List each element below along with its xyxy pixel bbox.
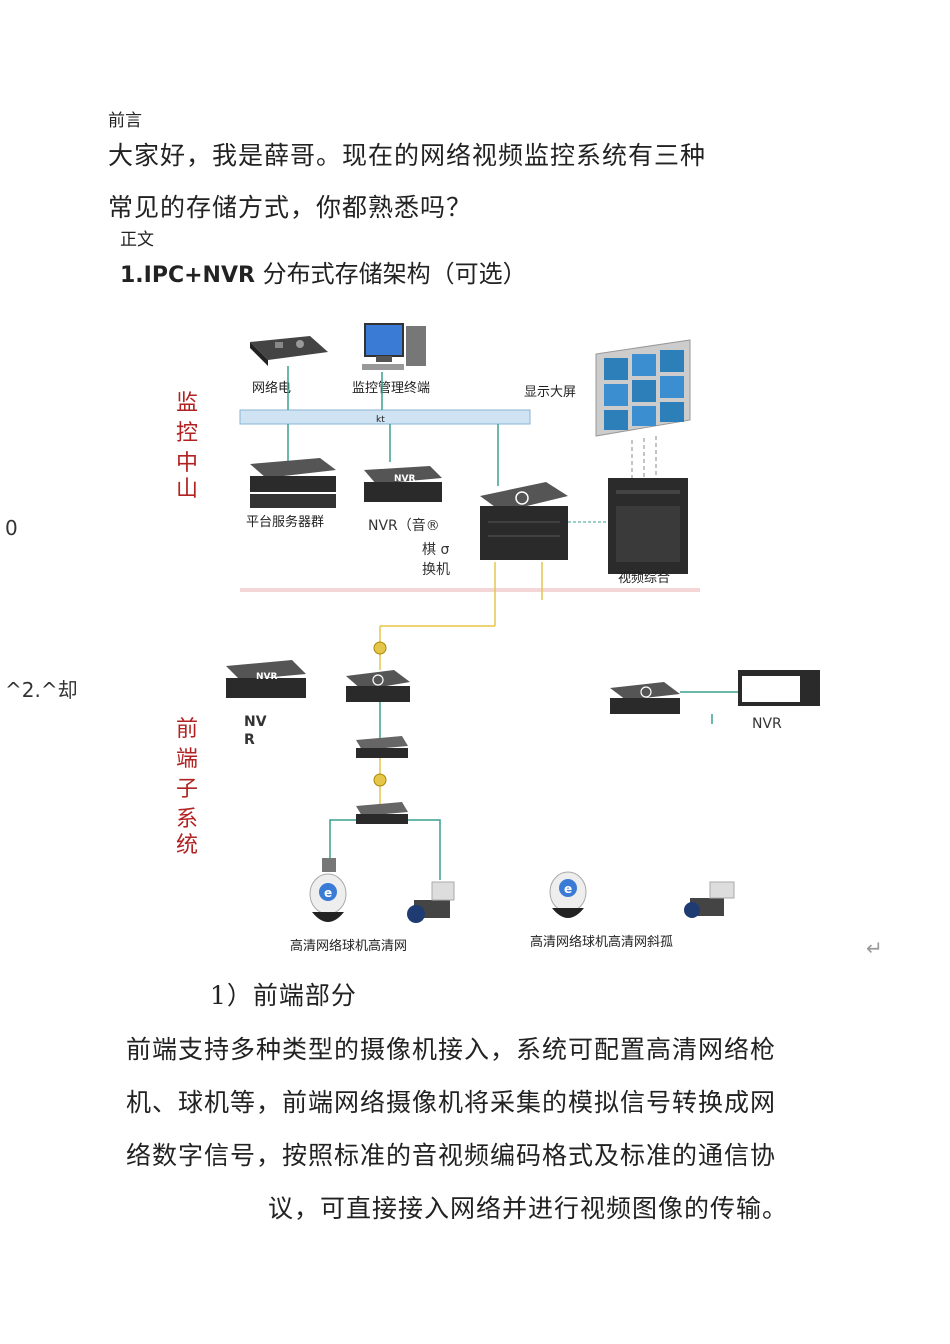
network-bus	[239, 409, 531, 425]
front-section-label: 前 端 子 系 统	[176, 717, 198, 858]
video-wall-device	[595, 339, 691, 437]
section-title-text: 分布式存储架构（可选）	[262, 260, 527, 288]
big-screen-label: 显示大屏	[524, 385, 576, 400]
front-label-char: 统	[176, 833, 198, 858]
margin-mark-2: ^2.^却	[5, 678, 78, 702]
ie-icon-glyph: e	[324, 886, 332, 900]
intro-line-2: 常见的存储方式，你都熟悉吗？	[108, 193, 473, 222]
server-group-label: 平台服务器群	[246, 514, 324, 530]
dome-camera-left: e	[309, 858, 347, 922]
margin-mark-1: 0	[5, 516, 18, 540]
keyboard-label: 网络电	[252, 380, 291, 396]
front-label-char: 端	[176, 747, 198, 772]
access-switch-device	[346, 670, 410, 702]
front-label-char: 子	[176, 777, 198, 802]
center-label-char: 控	[176, 421, 198, 446]
nvr-center-device: NVR	[364, 466, 442, 502]
box-camera-left	[407, 881, 455, 923]
camera-caption-right: 高清网络球机高清网斜孤	[530, 934, 673, 950]
front-nvr-device: NVR	[226, 660, 306, 698]
center-label-char: 中	[176, 451, 198, 476]
sub-heading: 1）前端部分	[210, 981, 357, 1010]
body-heading: 正文	[120, 230, 154, 250]
para-line-4: 议，可直接接入网络并进行视频图像的传输。	[268, 1194, 789, 1223]
return-mark: ↵	[866, 936, 883, 960]
server-group-device	[250, 458, 336, 508]
intro-line-1: 大家好，我是薛哥。现在的网络视频监控系统有三种	[108, 141, 707, 170]
video-matrix-device	[608, 478, 688, 574]
front-nvr-label-2: R	[244, 732, 255, 748]
camera-caption-left: 高清网络球机高清网	[290, 938, 407, 954]
center-section-label: 监 控 中 山	[176, 391, 198, 502]
center-label-char: 监	[176, 391, 198, 416]
keyboard-device	[250, 336, 328, 366]
right-switch-device	[610, 682, 680, 714]
ie-icon-glyph: e	[564, 882, 572, 896]
core-switch-label-1: 棋 σ	[422, 542, 449, 558]
bus-label: kt	[376, 415, 385, 425]
box-camera-right	[684, 881, 735, 918]
front-nvr-label-1: NV	[244, 714, 267, 730]
front-label-char: 系	[176, 807, 198, 832]
nvr-center-label: NVR（音®	[368, 517, 440, 534]
para-line-2: 机、球机等，前端网络摄像机将采集的模拟信号转换成网	[126, 1088, 777, 1117]
ie-icon	[319, 883, 337, 901]
mgmt-terminal-device	[362, 323, 426, 370]
ie-icon	[559, 879, 577, 897]
nvr-box-text: NVR	[394, 474, 415, 484]
dome-camera-right: e	[549, 871, 587, 918]
para-line-1: 前端支持多种类型的摄像机接入，系统可配置高清网络枪	[126, 1035, 777, 1064]
network-architecture-diagram: 监 控 中 山 网络电 监控管理终端 显示大屏 kt	[176, 323, 820, 954]
nvr-box-text: NVR	[256, 672, 277, 682]
front-label-char: 前	[176, 717, 198, 742]
mgmt-terminal-label: 监控管理终端	[352, 380, 430, 396]
center-label-char: 山	[176, 477, 198, 502]
section-number: 1.IPC+NVR	[120, 263, 255, 288]
core-switch-device	[480, 482, 568, 560]
right-nvr-label: NVR	[752, 716, 782, 732]
preface-heading: 前言	[108, 111, 142, 131]
edge-switch-device	[356, 802, 408, 824]
core-switch-label-2: 换机	[422, 561, 450, 578]
poe-switch-device	[356, 736, 408, 758]
right-nvr-device	[738, 670, 820, 706]
video-matrix-label: 视频综合	[618, 571, 670, 586]
para-line-3: 络数字信号，按照标准的音视频编码格式及标准的通信协	[126, 1141, 777, 1170]
section-title: 1.IPC+NVR 分布式存储架构（可选）	[120, 254, 527, 289]
